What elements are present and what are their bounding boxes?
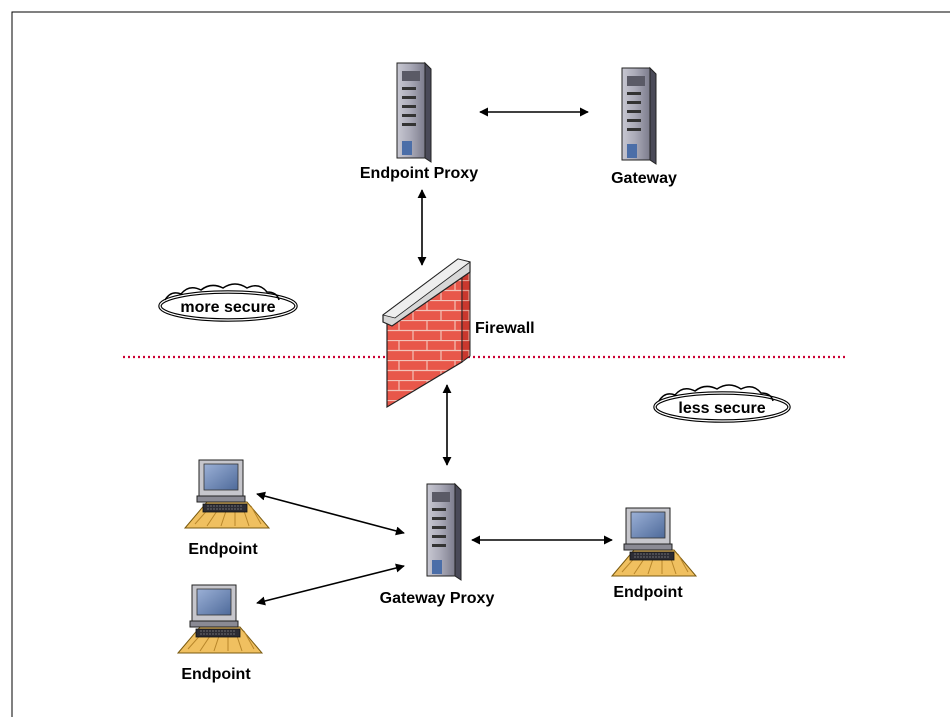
server-icon xyxy=(621,66,657,165)
cloud-icon xyxy=(653,384,791,423)
less-secure-label: less secure xyxy=(678,400,765,417)
firewall-icon xyxy=(382,258,471,409)
gateway-proxy-label: Gateway Proxy xyxy=(380,590,495,607)
arrow-gateway-proxy-endpoint-left-top xyxy=(256,491,405,536)
cloud-icon xyxy=(158,283,298,322)
firewall-label: Firewall xyxy=(475,320,535,337)
endpoint-label: Endpoint xyxy=(613,584,683,601)
server-icon xyxy=(396,61,432,163)
endpoint-proxy-label: Endpoint Proxy xyxy=(360,165,478,182)
computer-icon xyxy=(610,507,698,577)
frame xyxy=(11,11,950,717)
connections xyxy=(256,107,613,606)
arrow-gateway-proxy-endpoint-left-bottom xyxy=(256,563,405,606)
computer-icon xyxy=(183,459,271,529)
server-icon xyxy=(426,482,462,581)
more-secure-label: more secure xyxy=(180,299,275,316)
computer-icon xyxy=(176,584,264,654)
endpoint-label: Endpoint xyxy=(181,666,251,683)
endpoint-label: Endpoint xyxy=(188,541,258,558)
gateway-label: Gateway xyxy=(611,170,677,187)
